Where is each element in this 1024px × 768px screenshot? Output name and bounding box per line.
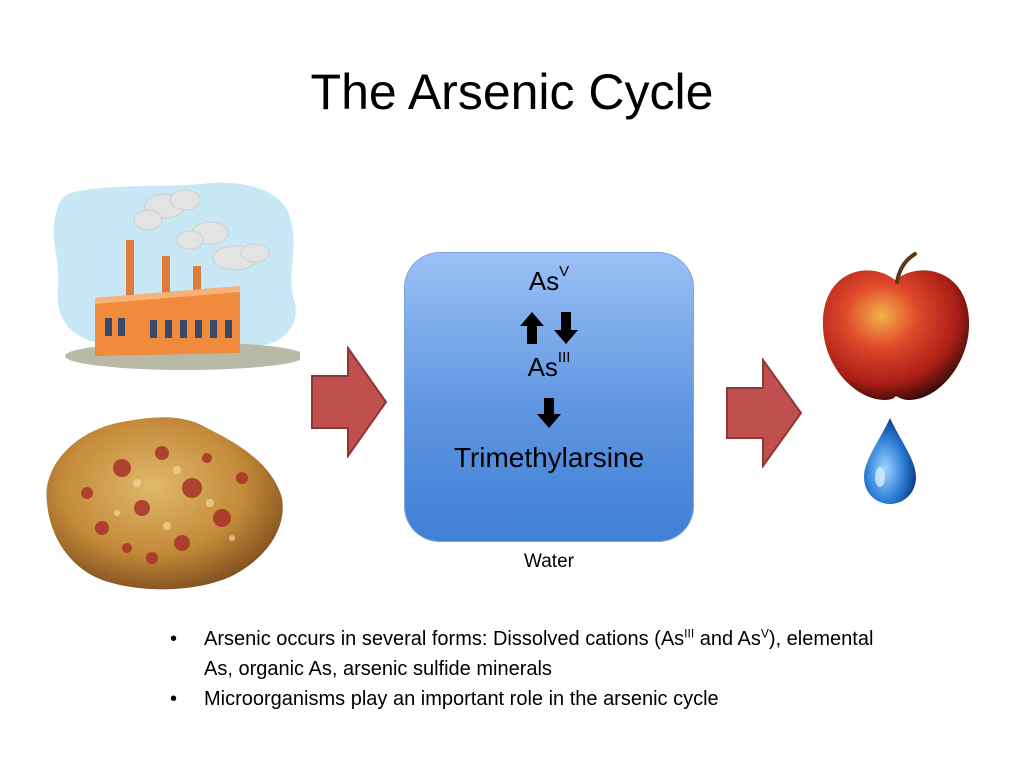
bullet-item: Arsenic occurs in several forms: Dissolv… xyxy=(168,624,888,684)
arsenic-species-box: AsV AsIII Trimethylarsine xyxy=(404,252,694,542)
bullet-item: Microorganisms play an important role in… xyxy=(168,684,888,714)
slide-title: The Arsenic Cycle xyxy=(310,64,714,120)
water-caption: Water xyxy=(524,551,574,572)
species-trimethylarsine: Trimethylarsine xyxy=(453,442,645,473)
arrow-right-icon xyxy=(726,358,803,468)
down-arrow-icon xyxy=(537,398,561,428)
species-as-iii: AsIII xyxy=(527,349,571,382)
up-down-arrows-icon xyxy=(520,312,578,344)
bullet-list: Arsenic occurs in several forms: Dissolv… xyxy=(168,624,888,714)
mineral-rock-icon xyxy=(46,417,283,590)
apple-icon xyxy=(822,252,970,400)
arrow-right-icon xyxy=(311,346,388,458)
water-drop-icon xyxy=(864,418,916,504)
factory-icon xyxy=(53,182,300,370)
species-as-v: AsV xyxy=(528,263,570,296)
